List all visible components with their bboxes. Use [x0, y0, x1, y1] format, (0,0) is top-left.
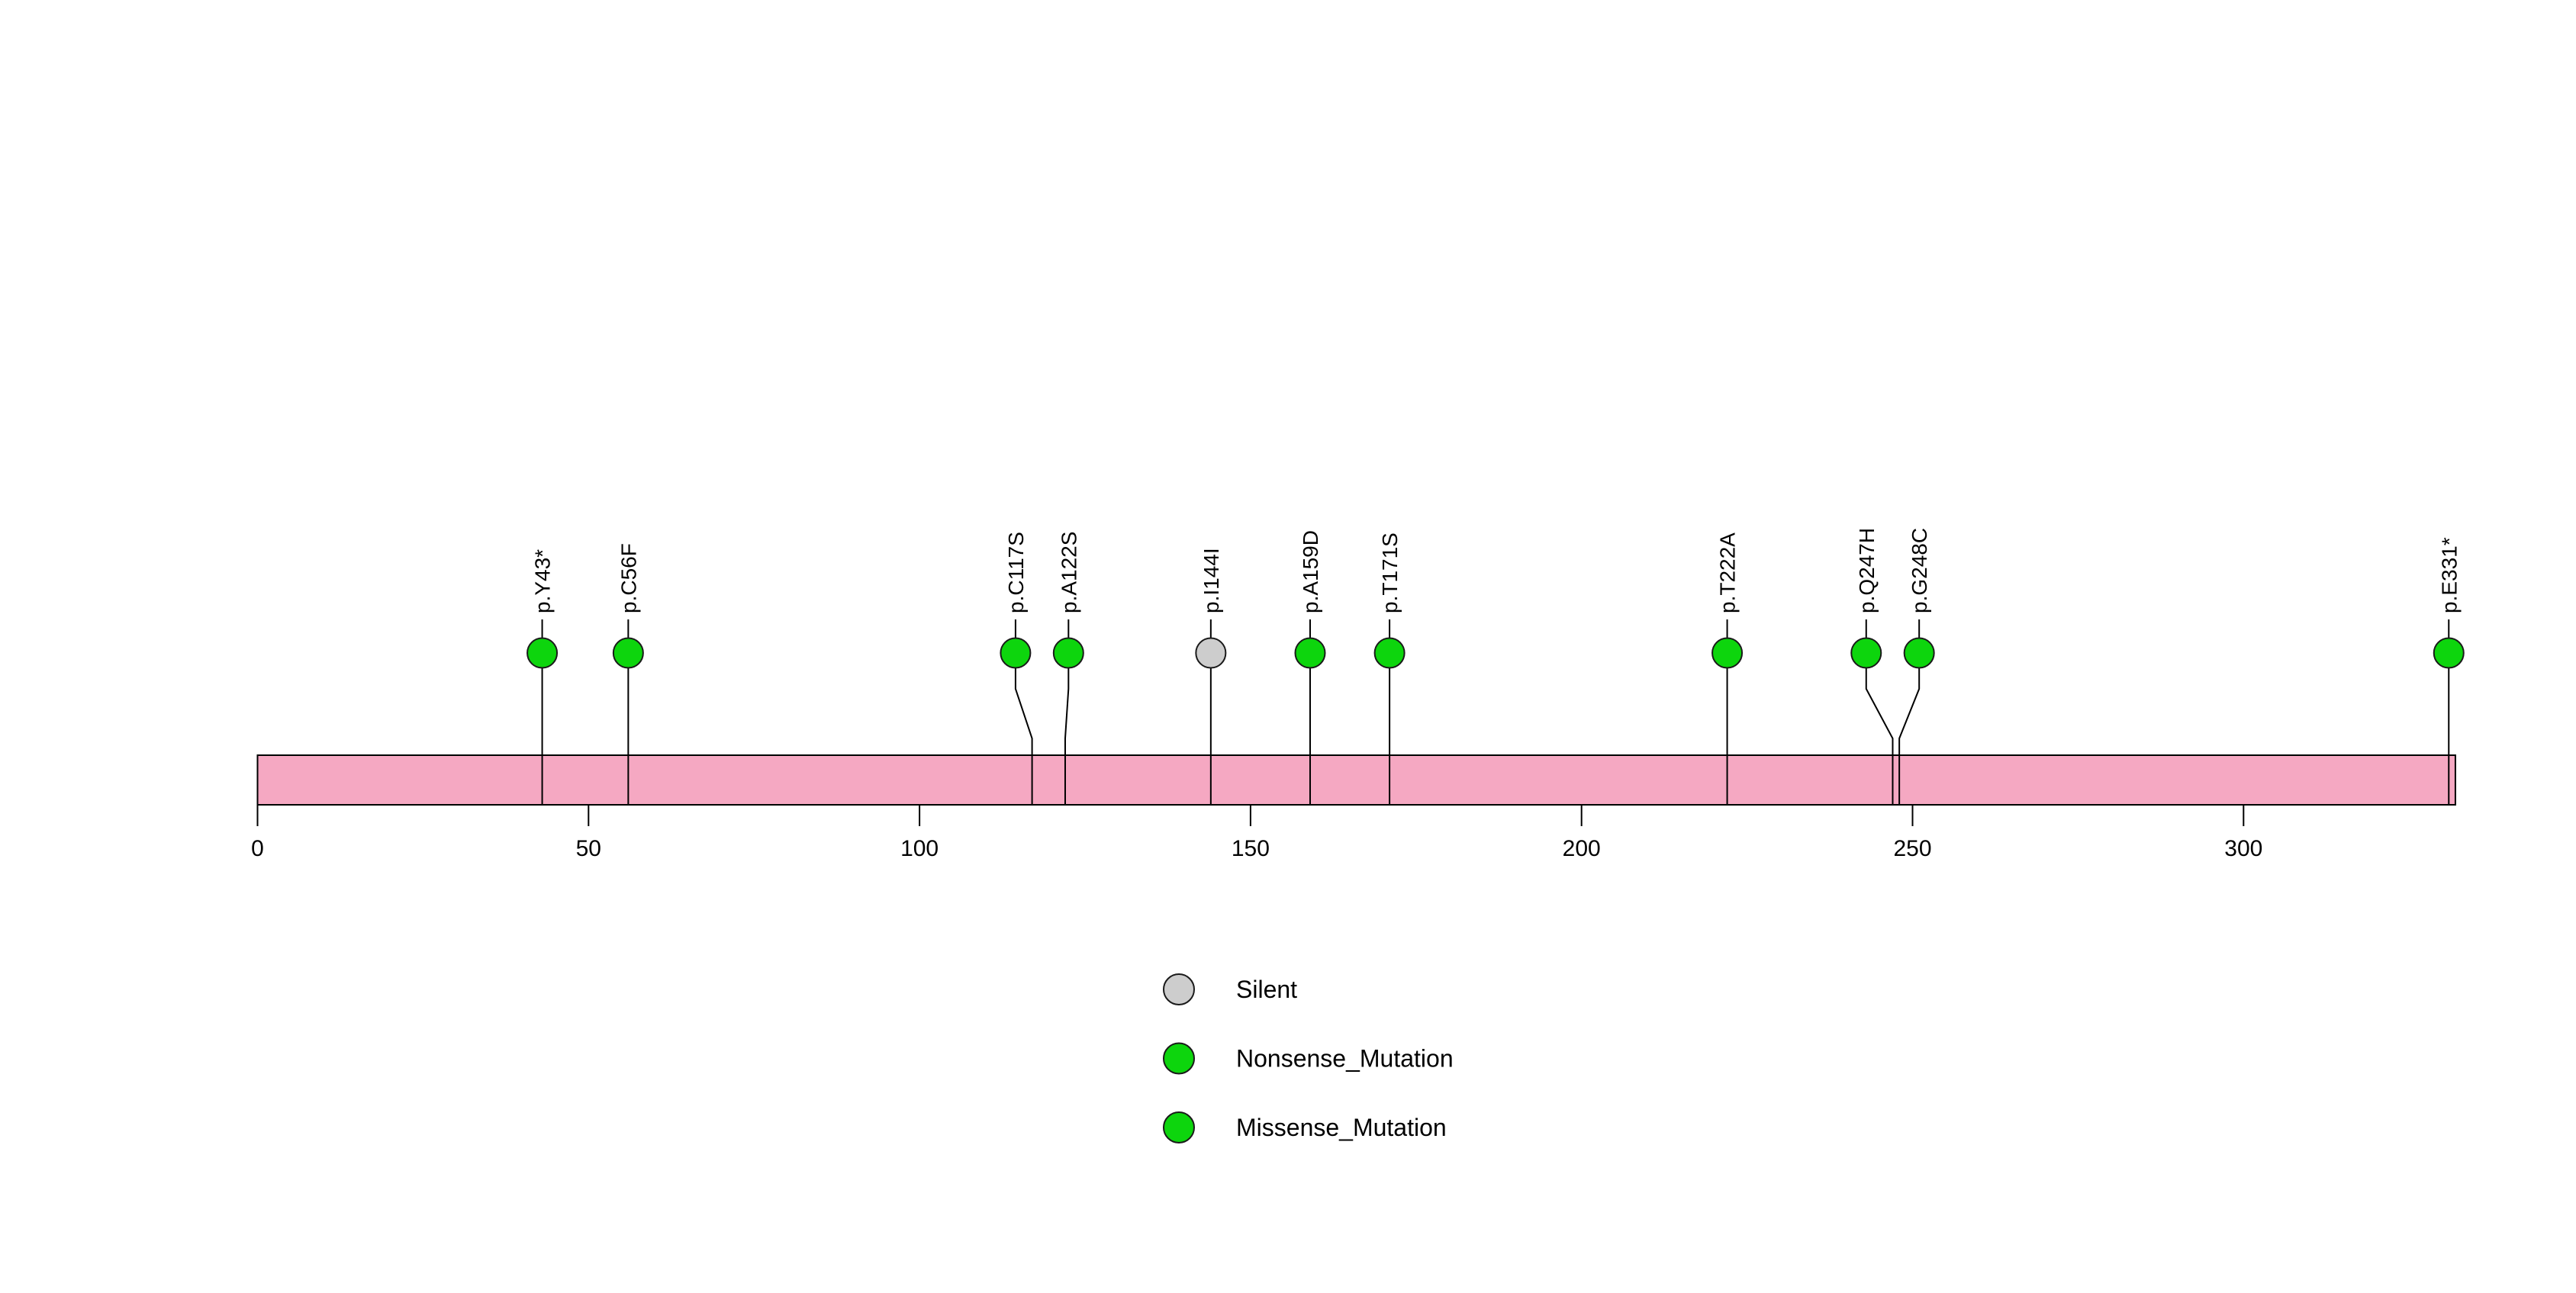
legend-swatch-circle	[1163, 1111, 1195, 1143]
legend-label: Nonsense_Mutation	[1236, 1045, 1454, 1073]
mutation-circle	[1195, 637, 1227, 669]
legend-item: Silent	[1163, 973, 1297, 1005]
mutation-lollipop: p.A122S	[1052, 532, 1084, 805]
axis-tick-label: 250	[1893, 836, 1931, 861]
mutation-circle	[1850, 637, 1882, 669]
legend-swatch-circle	[1163, 1042, 1195, 1075]
mutation-lollipop: p.Y43*	[526, 549, 559, 805]
mutation-lollipop: p.C117S	[1000, 532, 1033, 805]
axis-tick-label: 0	[251, 836, 264, 861]
mutation-lollipop: p.T222A	[1711, 532, 1744, 805]
mutation-circle	[1294, 637, 1326, 669]
mutation-label: p.I144I	[1199, 548, 1223, 613]
mutation-label: p.C56F	[617, 543, 640, 613]
axis-tick-label: 150	[1232, 836, 1270, 861]
mutation-lollipop: p.C56F	[612, 543, 644, 805]
mutation-circle	[1052, 637, 1084, 669]
axis-tick: 0	[251, 805, 264, 861]
legend-swatch-circle	[1163, 973, 1195, 1005]
axis-tick-label: 200	[1563, 836, 1601, 861]
mutation-label: p.Q247H	[1855, 528, 1879, 613]
mutation-label: p.T171S	[1378, 532, 1402, 613]
axis-tick: 250	[1893, 805, 1932, 861]
axis-tick: 100	[900, 805, 939, 861]
mutation-label: p.A159D	[1299, 530, 1322, 613]
mutation-lollipop: p.T171S	[1373, 532, 1406, 805]
mutation-lollipop: p.E331*	[2433, 537, 2465, 805]
mutation-circle	[612, 637, 644, 669]
axis-tick: 200	[1563, 805, 1601, 861]
mutation-label: p.E331*	[2437, 537, 2461, 613]
legend-item: Missense_Mutation	[1163, 1111, 1447, 1143]
mutation-circle	[2433, 637, 2465, 669]
mutation-circle	[1711, 637, 1744, 669]
protein-bar	[256, 754, 2456, 806]
axis-tick-label: 300	[2224, 836, 2262, 861]
legend-item: Nonsense_Mutation	[1163, 1042, 1454, 1075]
axis-tick: 50	[576, 805, 601, 861]
legend-label: Silent	[1236, 976, 1297, 1003]
mutation-lollipop: p.G248C	[1898, 528, 1935, 805]
mutation-label: p.G248C	[1908, 528, 1931, 613]
axis-tick: 300	[2224, 805, 2262, 861]
axis-tick-label: 100	[900, 836, 939, 861]
mutation-label: p.C117S	[1004, 532, 1028, 613]
mutation-circle	[1000, 637, 1032, 669]
mutation-lollipop: p.A159D	[1294, 530, 1326, 805]
mutation-label: p.Y43*	[531, 549, 555, 613]
mutation-label: p.A122S	[1057, 532, 1080, 613]
mutation-circle	[1903, 637, 1935, 669]
mutation-circle	[1373, 637, 1406, 669]
axis-tick-label: 50	[576, 836, 601, 861]
mutation-label: p.T222A	[1716, 532, 1740, 613]
mutation-lollipop: p.I144I	[1195, 548, 1227, 805]
legend-label: Missense_Mutation	[1236, 1114, 1447, 1141]
axis-tick: 150	[1232, 805, 1270, 861]
mutation-circle	[526, 637, 559, 669]
mutation-lollipop: p.Q247H	[1850, 528, 1894, 805]
